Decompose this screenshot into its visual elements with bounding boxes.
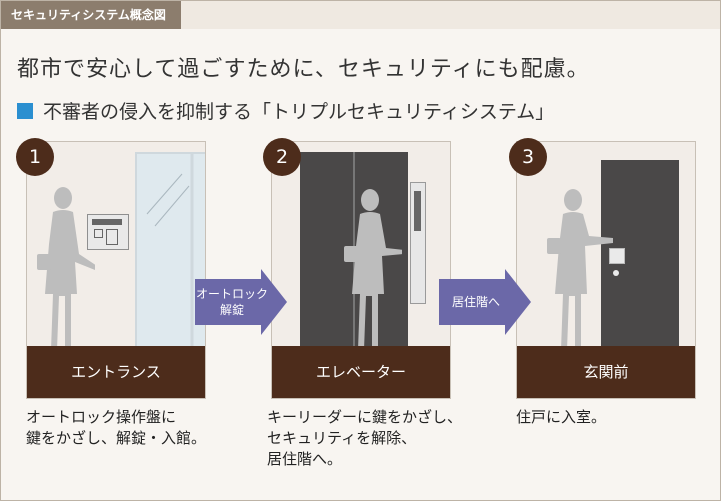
step-number-3: 3 (509, 138, 547, 176)
step-number-2: 2 (263, 138, 301, 176)
header-tab: セキュリティシステム概念図 (1, 1, 181, 29)
arrow-2-line-1: 居住階へ (451, 295, 500, 309)
key-reader (410, 182, 426, 304)
blue-square-icon (17, 103, 33, 119)
header-bar: セキュリティシステム概念図 (1, 1, 720, 29)
panel-elevator: エレベーター (271, 141, 451, 399)
arrow-shape-2 (439, 269, 531, 335)
person-silhouette-2 (344, 189, 402, 350)
subhead-text: 不審者の侵入を抑制する「トリプルセキュリティシステム」 (43, 101, 555, 123)
front-door (601, 160, 679, 352)
arrow-1-line-2: 解錠 (219, 303, 244, 317)
arrow-autolock: オートロック解錠 (195, 269, 287, 335)
panel-front-door: 玄関前 (516, 141, 696, 399)
person-silhouette-3 (547, 189, 613, 350)
desc-2-line-1: キーリーダーに鍵をかざし、 (267, 408, 463, 426)
desc-2-line-3: 居住階へ。 (267, 450, 343, 468)
desc-elevator: キーリーダーに鍵をかざし、 セキュリティを解除、 居住階へ。 (267, 407, 462, 470)
headline: 都市で安心して過ごすために、セキュリティにも配慮。 (17, 57, 590, 82)
arrow-shape-1 (195, 269, 287, 335)
panel-entrance: エントランス (26, 141, 206, 399)
label-front-door: 玄関前 (517, 346, 695, 398)
subhead: 不審者の侵入を抑制する「トリプルセキュリティシステム」 (17, 97, 554, 124)
arrow-residence-floor: 居住階へ (439, 269, 531, 335)
autolock-panel (87, 214, 129, 250)
desc-entrance: オートロック操作盤に 鍵をかざし、解錠・入館。 (26, 407, 206, 449)
desc-2-line-2: セキュリティを解除、 (267, 429, 417, 447)
step-number-1: 1 (16, 138, 54, 176)
desc-1-line-1: オートロック操作盤に (26, 408, 177, 426)
desc-3-line-1: 住戸に入室。 (516, 408, 607, 426)
label-entrance: エントランス (27, 346, 205, 398)
desc-front-door: 住戸に入室。 (516, 407, 606, 428)
glass-reflection (146, 154, 194, 354)
glass-door (135, 152, 205, 354)
arrow-1-line-1: オートロック (195, 287, 268, 301)
desc-1-line-2: 鍵をかざし、解錠・入館。 (26, 429, 207, 447)
label-elevator: エレベーター (272, 346, 450, 398)
person-silhouette-1 (37, 187, 95, 350)
